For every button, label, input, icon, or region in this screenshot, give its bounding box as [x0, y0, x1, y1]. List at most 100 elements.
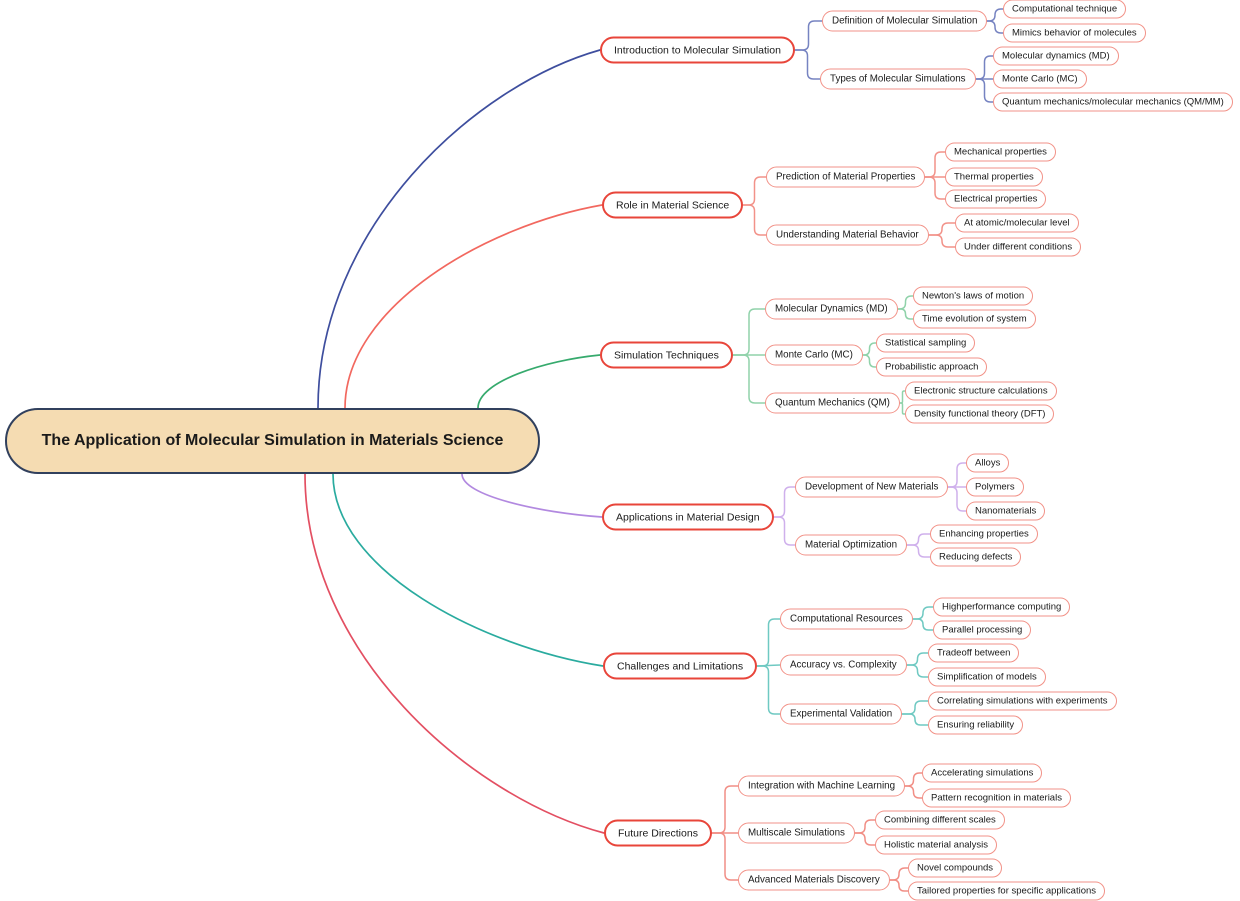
branch-node-future-directions[interactable]: Future Directions [604, 819, 712, 847]
leaf-node-statistical-sampling[interactable]: Statistical sampling [876, 333, 976, 353]
leaf-node-reducing-defects[interactable]: Reducing defects [930, 547, 1022, 567]
branch-node-role[interactable]: Role in Material Science [602, 191, 744, 219]
connector-line [901, 713, 929, 726]
connector-line [975, 78, 994, 103]
leaf-node-tradeoff[interactable]: Tradeoff between [928, 643, 1020, 663]
leaf-node-pattern-recognition[interactable]: Pattern recognition in materials [922, 788, 1071, 808]
leaf-node-holistic-analysis[interactable]: Holistic material analysis [875, 835, 998, 855]
sub-node-material-optimization[interactable]: Material Optimization [795, 534, 908, 556]
branch-node-applications[interactable]: Applications in Material Design [602, 503, 774, 531]
leaf-node-alloys[interactable]: Alloys [966, 453, 1010, 473]
leaf-node-dft[interactable]: Density functional theory (DFT) [905, 404, 1055, 424]
leaf-node-monte-carlo[interactable]: Monte Carlo (MC) [993, 69, 1087, 89]
sub-node-machine-learning[interactable]: Integration with Machine Learning [738, 775, 906, 797]
sub-node-molecular-dynamics[interactable]: Molecular Dynamics (MD) [765, 298, 898, 320]
connector-line [773, 516, 796, 546]
sub-node-computational-resources[interactable]: Computational Resources [780, 608, 913, 630]
root-node[interactable]: The Application of Molecular Simulation … [5, 408, 540, 474]
sub-node-experimental-validation[interactable]: Experimental Validation [780, 703, 903, 725]
leaf-node-thermal-properties[interactable]: Thermal properties [945, 167, 1043, 187]
connector-line [906, 533, 931, 546]
connector-line [906, 664, 929, 678]
connector-line [317, 49, 601, 409]
sub-node-definition[interactable]: Definition of Molecular Simulation [822, 10, 988, 32]
connector-line [477, 354, 601, 409]
leaf-node-different-conditions[interactable]: Under different conditions [955, 237, 1082, 257]
leaf-node-mimics-behavior[interactable]: Mimics behavior of molecules [1003, 23, 1146, 43]
leaf-node-parallel-processing[interactable]: Parallel processing [933, 620, 1032, 640]
leaf-node-newtons-laws[interactable]: Newton's laws of motion [913, 286, 1034, 306]
connector-line [912, 618, 934, 631]
leaf-node-computational-technique[interactable]: Computational technique [1003, 0, 1127, 19]
connector-line [742, 204, 767, 236]
leaf-node-correlating-simulations[interactable]: Correlating simulations with experiments [928, 691, 1117, 711]
leaf-node-simplification[interactable]: Simplification of models [928, 667, 1046, 687]
branch-node-introduction[interactable]: Introduction to Molecular Simulation [600, 36, 795, 64]
leaf-node-mechanical-properties[interactable]: Mechanical properties [945, 142, 1056, 162]
sub-node-materials-discovery[interactable]: Advanced Materials Discovery [738, 869, 890, 891]
sub-node-prediction-properties[interactable]: Prediction of Material Properties [766, 166, 926, 188]
connector-line [928, 234, 956, 248]
root-node-label: The Application of Molecular Simulation … [41, 431, 504, 449]
connector-line [756, 618, 781, 667]
leaf-node-combining-scales[interactable]: Combining different scales [875, 810, 1005, 830]
leaf-node-ensuring-reliability[interactable]: Ensuring reliability [928, 715, 1024, 735]
leaf-node-electronic-structure[interactable]: Electronic structure calculations [905, 381, 1057, 401]
sub-node-accuracy-complexity[interactable]: Accuracy vs. Complexity [780, 654, 907, 676]
sub-node-monte-carlo[interactable]: Monte Carlo (MC) [765, 344, 863, 366]
connector-line [773, 486, 796, 518]
connector-line [344, 204, 603, 409]
connector-line [854, 819, 876, 834]
connector-line [901, 700, 929, 715]
connector-line [862, 354, 877, 368]
connector-line [924, 176, 946, 200]
connector-line [975, 55, 994, 80]
connector-line [906, 544, 931, 558]
leaf-node-electrical-properties[interactable]: Electrical properties [945, 189, 1047, 209]
leaf-node-enhancing-properties[interactable]: Enhancing properties [930, 524, 1038, 544]
connector-line [756, 665, 781, 715]
branch-node-challenges[interactable]: Challenges and Limitations [603, 652, 758, 680]
leaf-node-molecular-dynamics[interactable]: Molecular dynamics (MD) [993, 46, 1119, 66]
sub-node-types-of-simulations[interactable]: Types of Molecular Simulations [820, 68, 976, 90]
leaf-node-novel-compounds[interactable]: Novel compounds [908, 858, 1003, 878]
connector-line [947, 486, 967, 512]
sub-node-multiscale-simulations[interactable]: Multiscale Simulations [738, 822, 855, 844]
sub-node-quantum-mechanics[interactable]: Quantum Mechanics (QM) [765, 392, 900, 414]
leaf-node-nanomaterials[interactable]: Nanomaterials [966, 501, 1046, 521]
connector-line [862, 342, 877, 356]
connector-line [794, 49, 821, 80]
connector-line [986, 8, 1004, 22]
leaf-node-tailored-properties[interactable]: Tailored properties for specific applica… [908, 881, 1106, 901]
connector-line [304, 473, 605, 834]
connector-line [711, 832, 739, 881]
connector-line [889, 879, 909, 892]
connector-line [904, 785, 923, 799]
connector-line [904, 772, 923, 787]
connector-line [947, 462, 967, 488]
connector-line [889, 867, 909, 881]
sub-node-understanding-behavior[interactable]: Understanding Material Behavior [766, 224, 929, 246]
connector-line [732, 308, 766, 356]
leaf-node-polymers[interactable]: Polymers [966, 477, 1024, 497]
leaf-node-probabilistic-approach[interactable]: Probabilistic approach [876, 357, 988, 377]
connector-line [924, 151, 946, 178]
connector-line [742, 176, 767, 206]
branch-node-simulation-techniques[interactable]: Simulation Techniques [600, 341, 733, 369]
leaf-node-hpc[interactable]: Highperformance computing [933, 597, 1071, 617]
sub-node-new-materials[interactable]: Development of New Materials [795, 476, 949, 498]
connector-line [854, 832, 876, 846]
connector-line [794, 20, 823, 51]
leaf-node-atomic-level[interactable]: At atomic/molecular level [955, 213, 1079, 233]
connector-line [912, 606, 934, 620]
connector-line [986, 20, 1004, 34]
leaf-node-accelerating-simulations[interactable]: Accelerating simulations [922, 763, 1043, 783]
connector-line [711, 785, 739, 834]
connector-line [732, 354, 766, 404]
leaf-node-time-evolution[interactable]: Time evolution of system [913, 309, 1036, 329]
leaf-node-qm-mm[interactable]: Quantum mechanics/molecular mechanics (Q… [993, 92, 1233, 112]
connector-line [928, 222, 956, 236]
connector-line [332, 473, 604, 667]
